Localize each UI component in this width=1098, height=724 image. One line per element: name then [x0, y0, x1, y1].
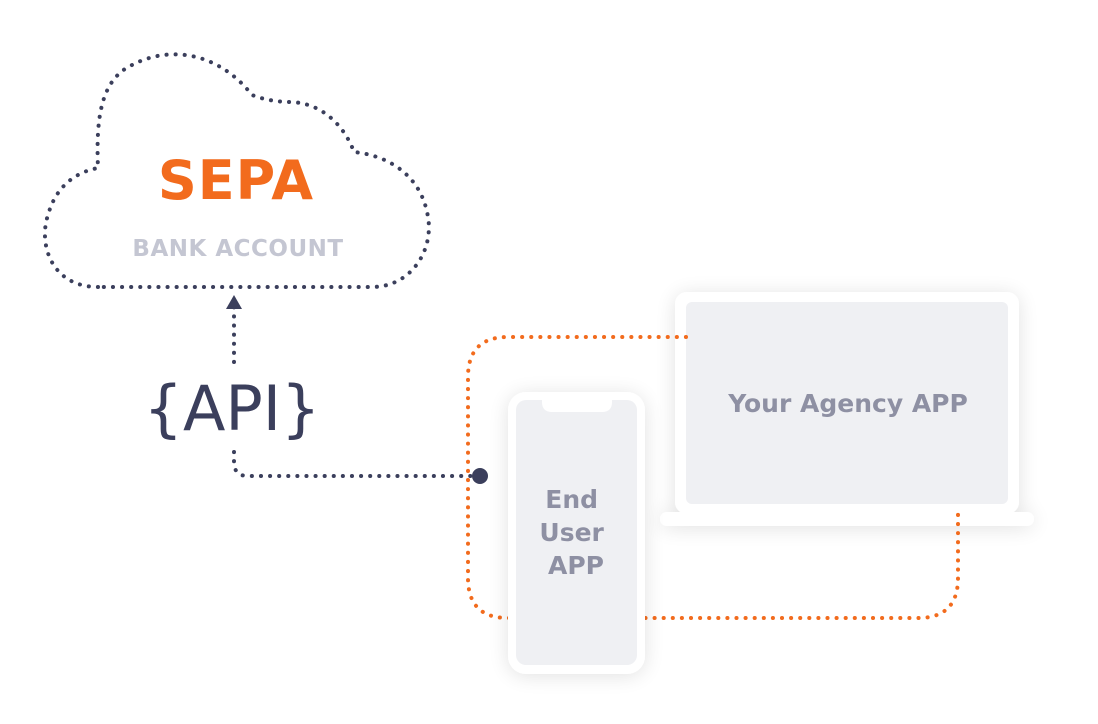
api-label: {API}	[144, 372, 321, 445]
laptop-base	[660, 512, 1034, 526]
phone-label-line-3: APP	[548, 551, 604, 580]
phone-app-label: End User APP	[539, 485, 612, 580]
sepa-title: SEPA	[158, 149, 314, 212]
connector-dot	[472, 468, 488, 484]
phone-label-line-2: User	[539, 518, 604, 547]
phone-screen	[516, 400, 637, 665]
api-connector-line	[232, 450, 480, 478]
phone-label-line-1: End	[545, 485, 598, 514]
device-link-loop	[466, 335, 960, 620]
bank-account-label: BANK ACCOUNT	[132, 236, 343, 262]
phone-notch	[542, 400, 612, 412]
laptop-screen	[686, 302, 1008, 504]
arrow-head-icon	[226, 295, 242, 309]
laptop-app-label: Your Agency APP	[727, 389, 968, 418]
